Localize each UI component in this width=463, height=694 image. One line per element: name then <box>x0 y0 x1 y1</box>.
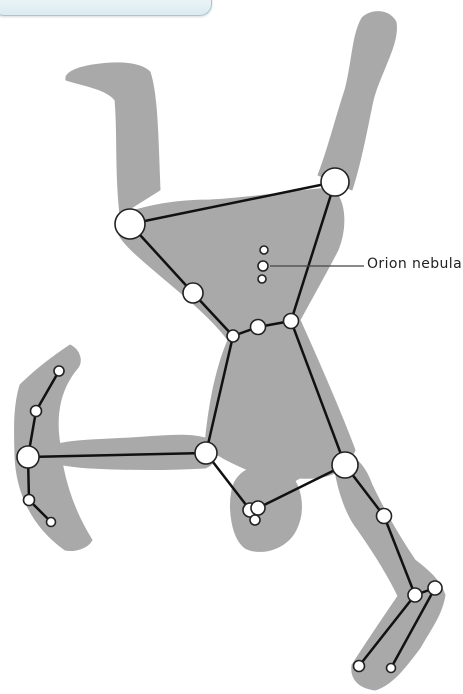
star-belt <box>284 314 299 329</box>
star-head <box>250 515 260 525</box>
star-shield <box>17 446 39 468</box>
star-club <box>354 661 365 672</box>
star-nebula <box>258 261 268 271</box>
star-club <box>408 588 422 602</box>
star-club <box>377 509 392 524</box>
star-rigel-like <box>332 452 358 478</box>
star-nebula <box>260 246 268 254</box>
star-shield <box>47 518 56 527</box>
star-betelgeuse-like <box>115 209 145 239</box>
star-bellatrix-like <box>321 168 349 196</box>
star-club <box>387 664 396 673</box>
star-shield <box>31 406 42 417</box>
star-belt <box>227 330 239 342</box>
star-club <box>428 581 442 595</box>
star-shield <box>24 495 35 506</box>
star-saiph-like <box>195 442 217 464</box>
star-shield <box>54 366 64 376</box>
star-belt <box>251 320 266 335</box>
star-nebula <box>258 275 266 283</box>
star-head <box>251 501 265 515</box>
star <box>183 283 203 303</box>
nebula-label: Orion nebula <box>367 256 462 272</box>
